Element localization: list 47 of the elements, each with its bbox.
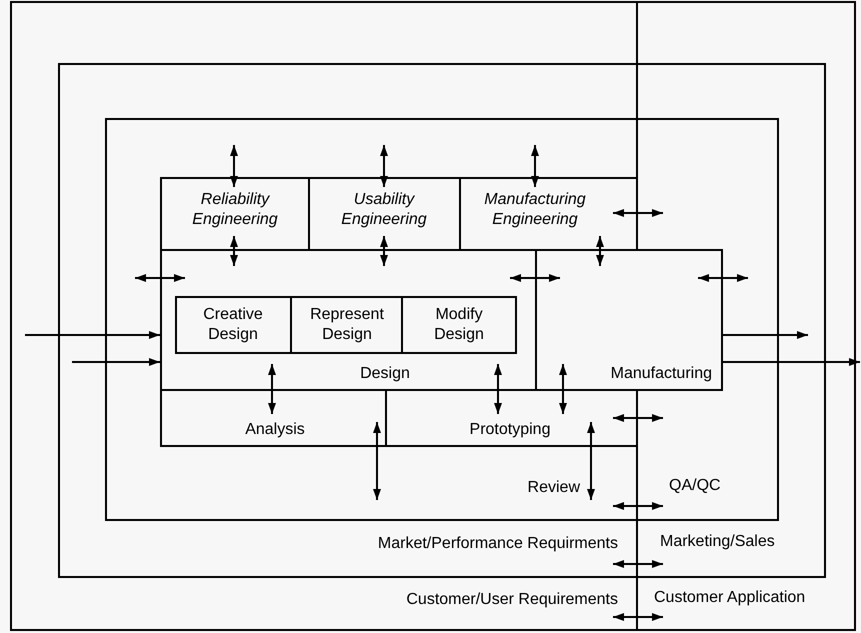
double-arrow [494, 364, 502, 414]
box-label: QA/QC [669, 476, 721, 496]
region-box [58, 63, 826, 578]
sub-process-box [401, 296, 517, 354]
box-label: Modify Design [433, 305, 485, 345]
process-box [160, 177, 310, 251]
arrow [723, 358, 860, 366]
double-arrow [230, 145, 238, 187]
double-arrow [613, 560, 663, 568]
double-arrow [230, 236, 238, 266]
box-label: Represent Design [309, 305, 385, 345]
double-arrow [135, 274, 185, 282]
box-label: Customer/User Requirements [406, 590, 618, 610]
box-label: Analysis [245, 420, 305, 440]
box-label: Marketing/Sales [660, 532, 775, 552]
double-arrow [596, 236, 604, 266]
double-arrow [510, 274, 560, 282]
box-label: Review [528, 478, 580, 498]
box-label: Manufacturing Engineering [483, 190, 587, 230]
box-label: Prototyping [470, 420, 550, 440]
box-label: Customer Application [654, 588, 806, 608]
box-label: Manufacturing [610, 364, 712, 384]
double-arrow [698, 274, 748, 282]
box-label: Design [360, 364, 410, 384]
double-arrow [587, 422, 595, 500]
box-label: Creative Design [202, 305, 264, 345]
double-arrow [613, 414, 663, 422]
double-arrow [559, 364, 567, 414]
region-box [105, 118, 779, 521]
double-arrow [380, 236, 388, 266]
double-arrow [613, 502, 663, 510]
double-arrow [613, 209, 663, 217]
region-box [10, 1, 856, 631]
arrow [25, 331, 160, 339]
box-label: Market/Performance Requirments [378, 534, 618, 554]
double-arrow [373, 422, 381, 500]
double-arrow [268, 364, 276, 414]
arrow [723, 331, 808, 339]
double-arrow [531, 145, 539, 187]
sub-process-box [290, 296, 403, 354]
double-arrow [380, 145, 388, 187]
arrow [72, 358, 160, 366]
double-arrow [613, 613, 663, 621]
box-label: Usability Engineering [340, 190, 428, 230]
box-label: Reliability Engineering [191, 190, 279, 230]
sub-process-box [175, 296, 292, 354]
process-box [160, 389, 387, 447]
